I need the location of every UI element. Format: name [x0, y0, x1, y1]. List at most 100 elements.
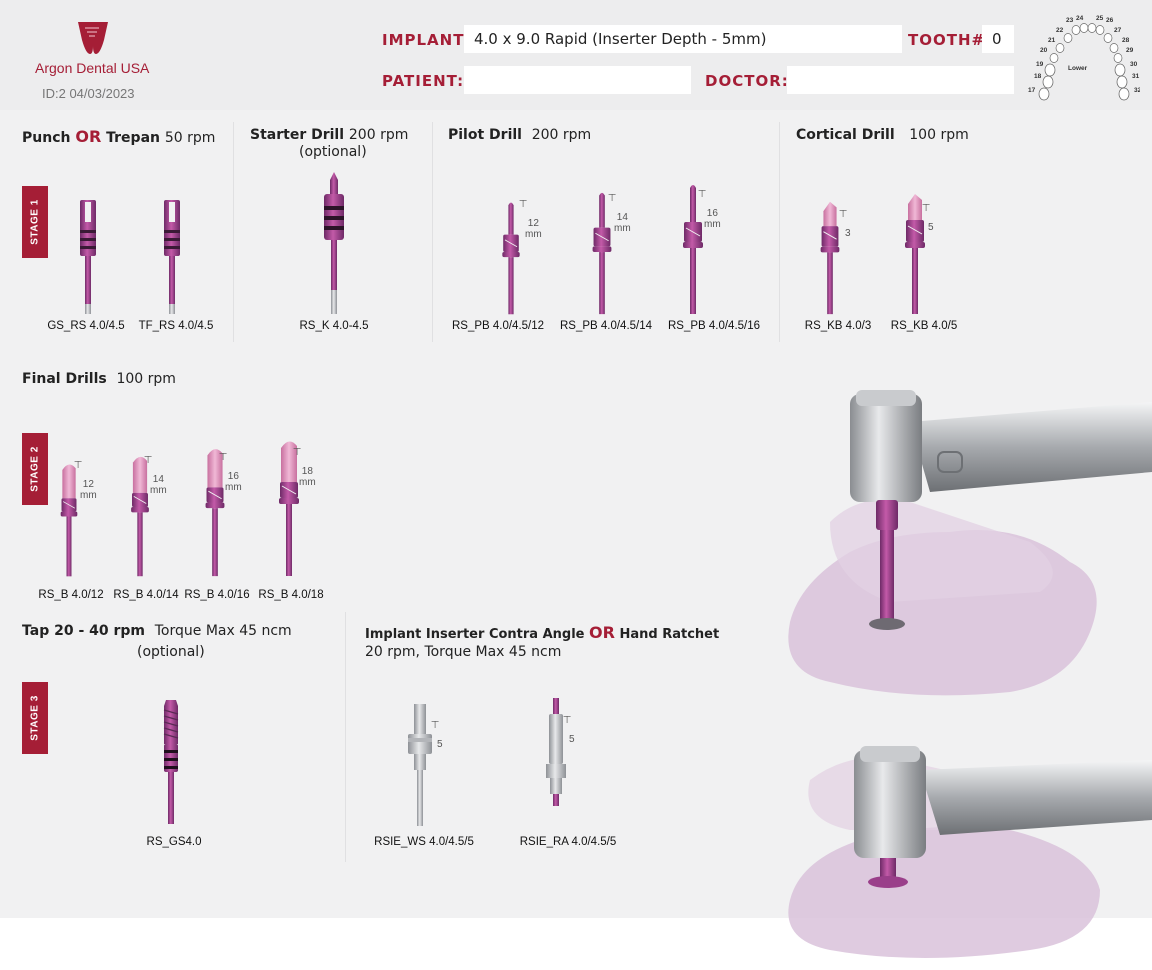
tool-label: RS_KB 4.0/5 [890, 320, 958, 332]
punch-trepan-title: Punch OR Trepan 50 rpm [22, 127, 216, 146]
tooth-icon[interactable] [1113, 53, 1123, 63]
divider [345, 612, 346, 862]
depth-arrow-icon: ⊤ [838, 209, 848, 220]
stage-3-badge: STAGE 3 [22, 682, 48, 754]
tool-label: RS_B 4.0/14 [113, 589, 179, 601]
tool-label: RS_B 4.0/12 [38, 589, 104, 601]
handpiece-drilling-photo [770, 382, 1152, 712]
depth-5: 5 [437, 739, 443, 750]
depth-arrow-icon: ⊤ [697, 189, 707, 200]
tooth-number: 26 [1106, 17, 1114, 24]
doctor-field[interactable] [787, 66, 1014, 94]
doctor-label: DOCTOR: [705, 72, 789, 90]
tooth-number: 24 [1076, 15, 1084, 22]
tool-label: RS_K 4.0-4.5 [299, 320, 369, 332]
tooth-icon[interactable] [1118, 87, 1130, 101]
document-id: ID:2 04/03/2023 [42, 86, 135, 101]
pilot-drill-16-icon[interactable] [680, 182, 706, 316]
tooth-number: 21 [1048, 37, 1056, 44]
depth-arrow-icon: ⊤ [143, 455, 153, 466]
patient-field[interactable] [464, 66, 691, 94]
tool-label: RS_PB 4.0/4.5/12 [451, 320, 545, 332]
tooth-icon[interactable] [1049, 53, 1059, 63]
depth-arrow-icon: ⊤ [73, 460, 83, 471]
inserter-ra-icon[interactable] [538, 696, 574, 808]
punch-tool-icon[interactable] [74, 196, 102, 316]
depth-arrow-icon: ⊤ [218, 452, 228, 463]
depth-arrow-icon: ⊤ [292, 447, 302, 458]
arch-label: Lower [1068, 65, 1088, 72]
tooth-number: 17 [1028, 87, 1036, 94]
tooth-icon[interactable] [1087, 23, 1097, 33]
cortical-drill-title: Cortical Drill 100 rpm [796, 127, 969, 143]
tap-title: Tap 20 - 40 rpm Torque Max 45 ncm [22, 623, 292, 639]
tooth-icon[interactable] [1038, 87, 1050, 101]
final-drill-16-icon[interactable] [202, 444, 228, 578]
starter-drill-title: Starter Drill 200 rpm [250, 127, 409, 143]
depth-arrow-icon: ⊤ [518, 199, 528, 210]
stage-1-badge: STAGE 1 [22, 186, 48, 258]
depth-arrow-icon: ⊤ [430, 720, 440, 731]
final-drill-12-icon[interactable] [56, 460, 82, 578]
pilot-drill-12-icon[interactable] [498, 200, 524, 316]
tap-tool-icon[interactable] [158, 696, 184, 826]
tooth-number: 29 [1126, 47, 1134, 54]
divider [432, 122, 433, 342]
depth-5: 5 [569, 734, 575, 745]
tooth-icon[interactable] [1114, 63, 1126, 77]
tool-label: RS_B 4.0/18 [258, 589, 324, 601]
starter-drill-icon[interactable] [318, 170, 350, 316]
tooth-icon[interactable] [1116, 75, 1128, 89]
tool-label: GS_RS 4.0/4.5 [47, 320, 125, 332]
tooth-number: 25 [1096, 15, 1104, 22]
tooth-icon[interactable] [1071, 25, 1081, 35]
final-drill-14-icon[interactable] [127, 452, 153, 578]
tooth-icon[interactable] [1063, 33, 1073, 43]
tool-label: TF_RS 4.0/4.5 [138, 320, 214, 332]
handpiece-inserting-photo [770, 740, 1152, 970]
tool-label: RS_PB 4.0/4.5/14 [559, 320, 653, 332]
inserter-sub: 20 rpm, Torque Max 45 ncm [365, 644, 562, 660]
tooth-icon[interactable] [1042, 75, 1054, 89]
depth-arrow-icon: ⊤ [562, 715, 572, 726]
tool-label: RSIE_RA 4.0/4.5/5 [519, 836, 617, 848]
patient-label: PATIENT: [382, 72, 465, 90]
tooth-icon[interactable] [1095, 25, 1105, 35]
trepan-tool-icon[interactable] [158, 196, 186, 316]
tooth-number: 30 [1130, 61, 1138, 68]
tooth-field[interactable]: 0 [982, 25, 1014, 53]
starter-optional: (optional) [299, 144, 367, 160]
tooth-number: 19 [1036, 61, 1044, 68]
header: Argon Dental USA ID:2 04/03/2023 IMPLANT… [0, 0, 1152, 110]
tooth-number: 27 [1114, 27, 1122, 34]
tool-label: RS_KB 4.0/3 [804, 320, 872, 332]
brand-name: Argon Dental USA [35, 60, 150, 76]
pilot-drill-title: Pilot Drill 200 rpm [448, 127, 592, 143]
tooth-icon[interactable] [1079, 23, 1089, 33]
implant-label: IMPLANT: [382, 31, 471, 49]
implant-field[interactable]: 4.0 x 9.0 Rapid (Inserter Depth - 5mm) [464, 25, 902, 53]
tooth-icon[interactable] [1055, 43, 1065, 53]
pilot-drill-14-icon[interactable] [589, 190, 615, 316]
argon-logo-icon [78, 22, 108, 54]
tooth-icon[interactable] [1044, 63, 1056, 77]
tooth-number: 31 [1132, 73, 1140, 80]
tooth-number: 22 [1056, 27, 1064, 34]
depth-arrow-icon: ⊤ [921, 203, 931, 214]
divider [779, 122, 780, 342]
tool-label: RS_GS4.0 [146, 836, 202, 848]
tooth-number: 18 [1034, 73, 1042, 80]
tooth-number: 20 [1040, 47, 1048, 54]
tooth-icon[interactable] [1103, 33, 1113, 43]
tooth-number: 32 [1134, 87, 1140, 94]
depth-3: 3 [845, 228, 851, 239]
stage-2-badge: STAGE 2 [22, 433, 48, 505]
tooth-icon[interactable] [1109, 43, 1119, 53]
